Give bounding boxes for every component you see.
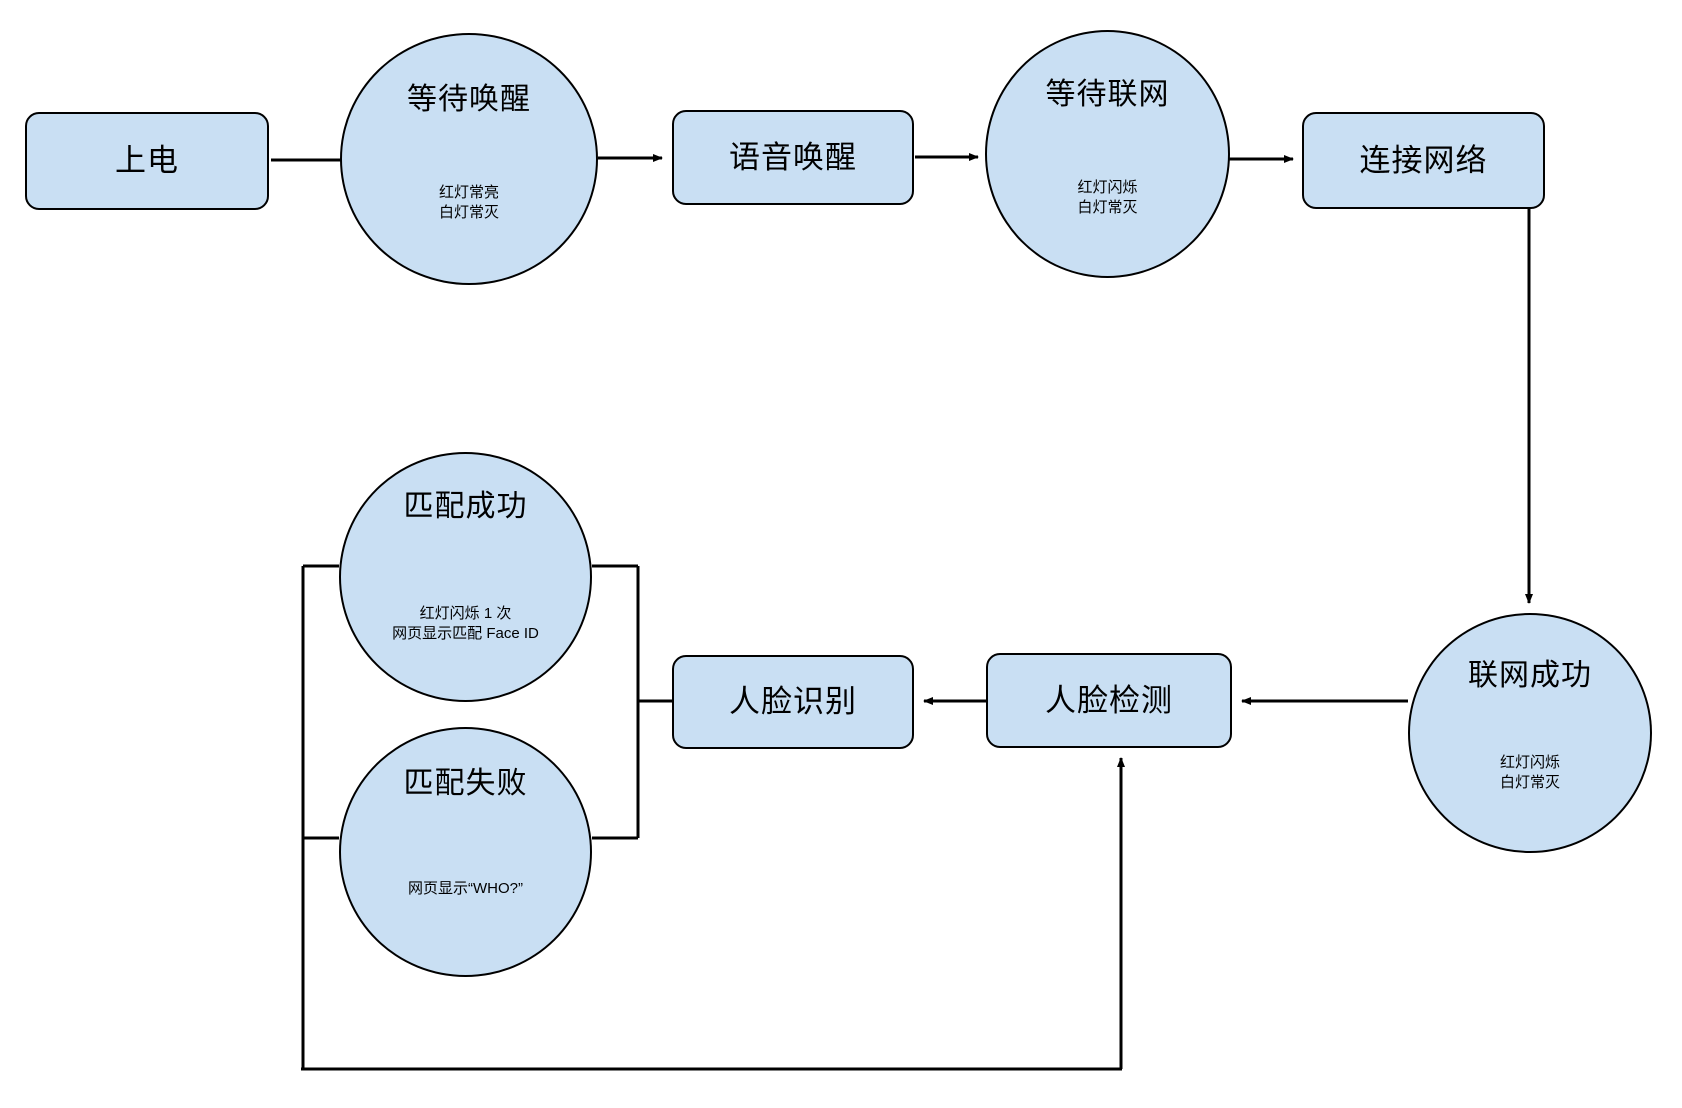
node-power-on-label: 上电 [115,143,179,179]
node-connect-network-label: 连接网络 [1359,142,1488,178]
node-face-recognize-label: 人脸识别 [729,684,857,720]
node-match-success[interactable]: 匹配成功 红灯闪烁 1 次 网页显示匹配 Face ID [339,452,592,702]
node-network-success[interactable]: 联网成功 红灯闪烁 白灯常灭 [1408,613,1652,853]
node-network-success-label: 联网成功 [1468,659,1592,692]
node-network-success-sub: 红灯闪烁 白灯常灭 [1499,754,1560,792]
node-wait-network-sub: 红灯闪烁 白灯常灭 [1077,179,1138,217]
node-match-success-label: 匹配成功 [403,490,528,523]
node-connect-network[interactable]: 连接网络 [1302,112,1545,209]
node-wait-wakeup-sub: 红灯常亮 白灯常灭 [438,184,499,222]
node-wait-wakeup[interactable]: 等待唤醒 红灯常亮 白灯常灭 [340,33,598,285]
node-voice-wakeup-label: 语音唤醒 [729,139,857,175]
node-voice-wakeup[interactable]: 语音唤醒 [672,110,914,205]
node-match-fail[interactable]: 匹配失败 网页显示“WHO?” [339,727,592,977]
node-match-success-sub: 红灯闪烁 1 次 网页显示匹配 Face ID [392,605,539,643]
edge-face-recognize-to-match-results [592,564,672,840]
node-wait-network[interactable]: 等待联网 红灯闪烁 白灯常灭 [985,30,1230,278]
node-wait-network-label: 等待联网 [1045,78,1170,111]
node-face-detect-label: 人脸检测 [1045,682,1173,718]
node-face-recognize[interactable]: 人脸识别 [672,655,914,749]
node-match-fail-sub: 网页显示“WHO?” [408,880,523,897]
node-power-on[interactable]: 上电 [25,112,269,210]
node-face-detect[interactable]: 人脸检测 [986,653,1232,748]
node-wait-wakeup-label: 等待唤醒 [407,83,531,116]
node-match-fail-label: 匹配失败 [403,767,528,800]
